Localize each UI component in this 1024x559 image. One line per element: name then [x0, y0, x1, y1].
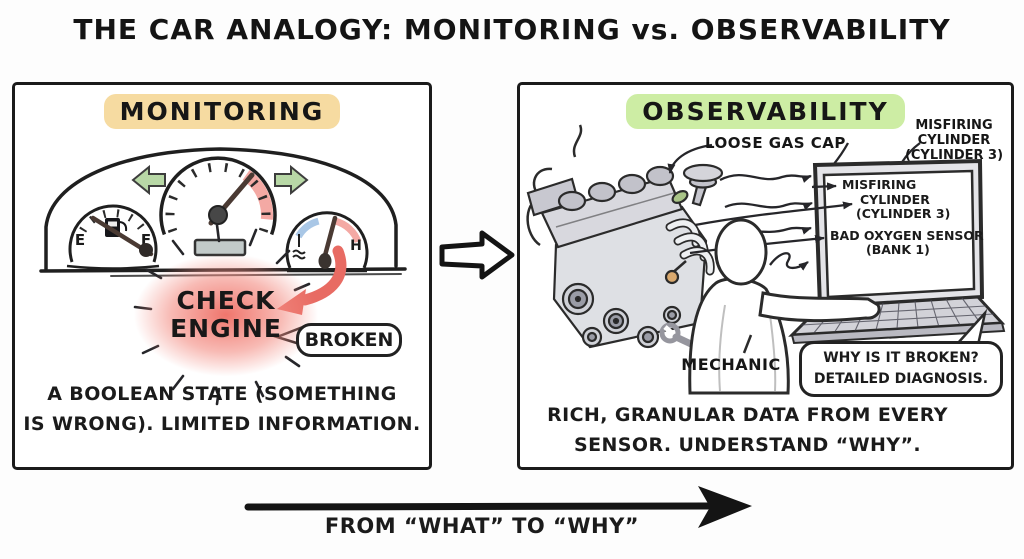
page-title: THE CAR ANALOGY: MONITORING vs. OBSERVAB… — [73, 13, 951, 46]
broken-speech-bubble: BROKEN — [296, 323, 402, 357]
engine-illustration — [526, 124, 724, 349]
mechanic-head — [714, 218, 768, 286]
observability-panel: OBSERVABILITY — [517, 82, 1014, 470]
check-engine-line2: ENGINE — [170, 314, 282, 343]
mechanic-figure — [659, 218, 881, 395]
laptop-screen-text: MISFIRING CYLINDER (CYLINDER 3) BAD OXYG… — [830, 177, 984, 257]
monitoring-caption: A BOOLEAN STATE (SOMETHING IS WRONG). LI… — [23, 383, 421, 435]
observability-heading: OBSERVABILITY — [626, 94, 905, 129]
oxygen-sensor — [664, 269, 680, 285]
svg-text:E: E — [75, 231, 85, 249]
screen-pointer-arrows — [689, 182, 853, 271]
diagnosis-speech-bubble: WHY IS IT BROKEN? DETAILED DIAGNOSIS. — [799, 341, 1003, 397]
monitoring-heading: MONITORING — [103, 94, 341, 129]
transition-arrow-icon — [439, 230, 515, 280]
observability-illustration — [526, 124, 1006, 395]
footer-arrow-label: FROM “WHAT” TO “WHY” — [324, 514, 640, 538]
turn-signal-right-icon — [274, 164, 309, 196]
fuel-gauge: E F — [66, 204, 160, 270]
laptop-illustration — [788, 158, 1006, 345]
check-engine-warning: CHECK ENGINE — [133, 253, 319, 377]
svg-text:F: F — [141, 231, 151, 249]
laptop-screen — [822, 169, 976, 299]
turn-signal-left-icon — [131, 164, 166, 196]
exhaust-manifold — [665, 218, 715, 276]
mechanic-label: MECHANIC — [681, 355, 781, 374]
gas-cap — [682, 163, 724, 207]
from-what-to-why-arrow-icon — [244, 486, 752, 528]
svg-text:H: H — [350, 238, 362, 254]
monitoring-panel: MONITORING E F — [12, 82, 432, 470]
mechanic-arm — [758, 291, 881, 323]
gas-cap-pointer-arrow — [667, 143, 713, 174]
gas-cap-annotation: LOOSE GAS CAP — [705, 134, 846, 152]
observability-caption: RICH, GRANULAR DATA FROM EVERY SENSOR. U… — [547, 404, 948, 456]
mechanic-label-pointer — [742, 334, 753, 354]
check-engine-line1: CHECK — [176, 286, 276, 315]
misfiring-annotation: MISFIRING CYLINDER (CYLINDER 3) — [904, 118, 1004, 163]
